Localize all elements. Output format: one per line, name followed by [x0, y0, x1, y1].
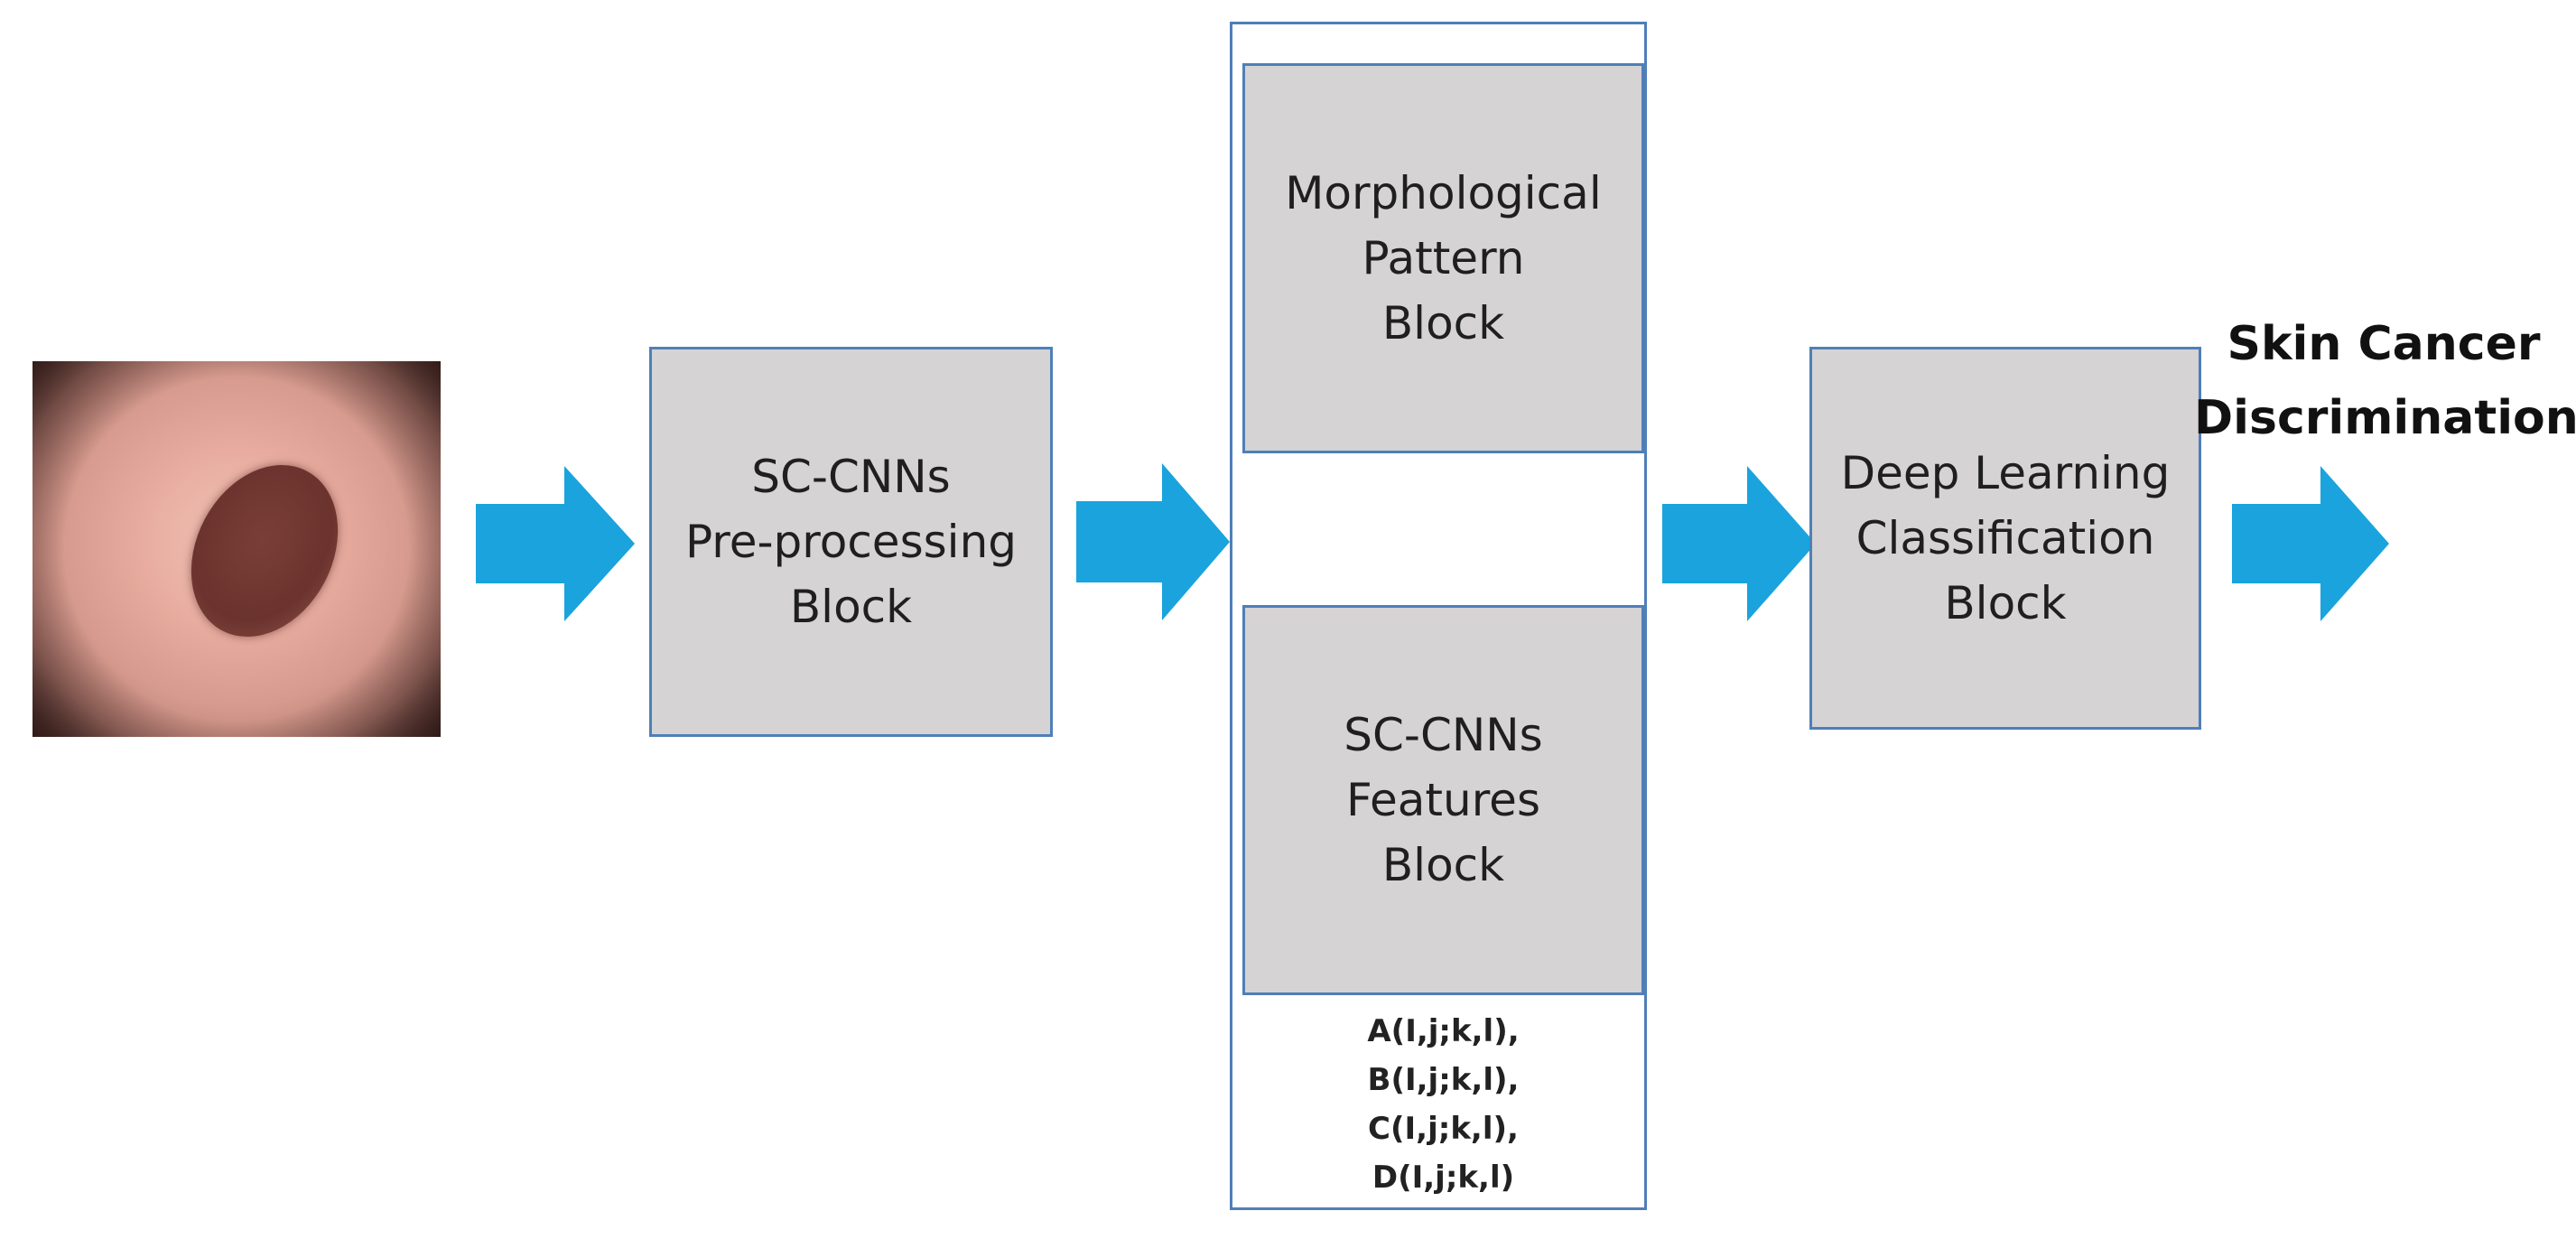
arrow-icon [2232, 466, 2389, 621]
arrow-icon [1662, 466, 1816, 621]
morphological-line-3: Block [1381, 297, 1505, 349]
preprocessing-line-2: Pre-processing [685, 516, 1017, 568]
classification-line-1: Deep Learning [1840, 447, 2171, 499]
classification-line-3: Block [1944, 577, 2067, 629]
template-formulas: A(I,j;k,l), B(I,j;k,l), C(I,j;k,l), D(I,… [1242, 1007, 1644, 1202]
formula-a: A(I,j;k,l), [1367, 1013, 1520, 1049]
preprocessing-block: SC-CNNs Pre-processing Block [649, 347, 1053, 737]
formula-d: D(I,j;k,l) [1372, 1160, 1515, 1196]
arrow-icon [476, 466, 635, 621]
output-line-2: Discrimination [2194, 391, 2576, 445]
output-label: Skin Cancer Discrimination [2194, 307, 2576, 455]
features-line-1: SC-CNNs [1344, 709, 1543, 761]
morphological-line-1: Morphological [1285, 167, 1602, 219]
image-vignette [33, 361, 441, 737]
classification-line-2: Classification [1855, 512, 2155, 564]
features-block: SC-CNNs Features Block [1242, 605, 1644, 995]
morphological-line-2: Pattern [1362, 232, 1525, 284]
morphological-pattern-block: Morphological Pattern Block [1242, 63, 1644, 453]
preprocessing-line-1: SC-CNNs [751, 451, 951, 503]
features-line-3: Block [1381, 839, 1505, 891]
output-line-1: Skin Cancer [2227, 317, 2541, 371]
skin-lesion-image [33, 361, 441, 737]
classification-block: Deep Learning Classification Block [1809, 347, 2201, 730]
arrow-icon [1076, 463, 1230, 620]
formula-b: B(I,j;k,l), [1367, 1062, 1520, 1098]
formula-c: C(I,j;k,l), [1368, 1111, 1519, 1147]
preprocessing-line-3: Block [789, 581, 913, 633]
features-line-2: Features [1346, 774, 1540, 826]
